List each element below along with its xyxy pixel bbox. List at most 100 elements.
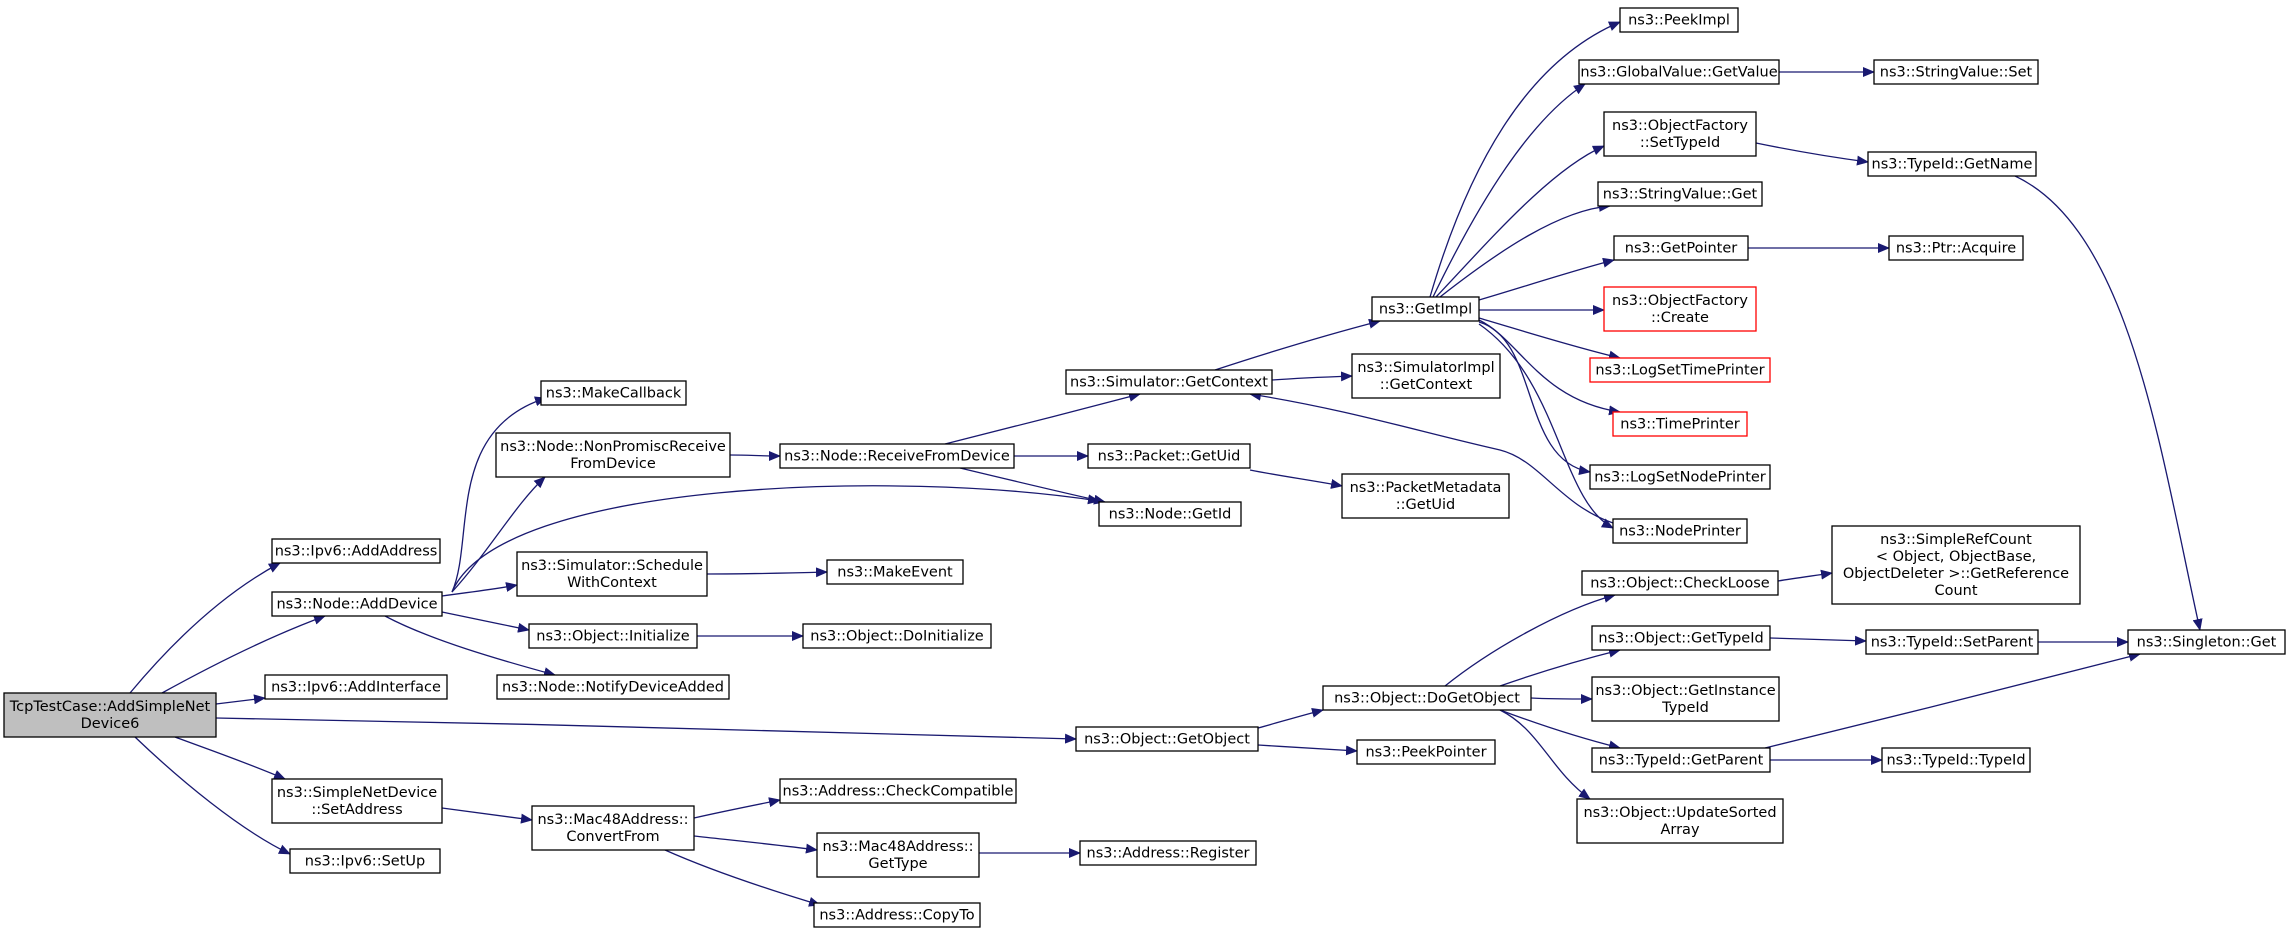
node-box xyxy=(1589,464,1771,490)
node-node_notifydeviceadded[interactable]: ns3::Node::NotifyDeviceAdded xyxy=(496,674,730,700)
node-node_getid[interactable]: ns3::Node::GetId xyxy=(1098,501,1242,527)
node-stringvalue_set[interactable]: ns3::StringValue::Set xyxy=(1873,59,2039,85)
node-box xyxy=(496,674,730,700)
node-object_gettypeid[interactable]: ns3::Object::GetTypeId xyxy=(1591,625,1771,651)
node-box xyxy=(1576,798,1784,844)
node-box xyxy=(1888,235,2024,261)
node-box xyxy=(813,902,981,928)
node-logsettimeprinter[interactable]: ns3::LogSetTimePrinter xyxy=(1589,357,1771,383)
node-box xyxy=(1087,443,1251,469)
node-box xyxy=(1578,59,1780,85)
node-objectfactory_create[interactable]: ns3::ObjectFactory::Create xyxy=(1603,286,1757,332)
edge-object_dogetobject-to-object_updatesortedarray xyxy=(1499,709,1591,800)
edge-getimpl-to-stringvalue_get xyxy=(1439,201,1611,298)
node-box xyxy=(289,848,441,874)
node-label: ns3::TypeId::TypeId xyxy=(1886,753,2025,769)
node-ipv6_setup[interactable]: ns3::Ipv6::SetUp xyxy=(289,848,441,874)
edge-typeid_getname-to-singleton_get xyxy=(2014,175,2203,631)
node-timeprinter[interactable]: ns3::TimePrinter xyxy=(1612,411,1748,437)
node-getimpl[interactable]: ns3::GetImpl xyxy=(1371,296,1480,322)
node-box xyxy=(1075,726,1259,752)
node-getpointer[interactable]: ns3::GetPointer xyxy=(1613,235,1749,261)
node-ipv6_addaddress[interactable]: ns3::Ipv6::AddAddress xyxy=(271,538,441,564)
node-objectfactory_settypeid[interactable]: ns3::ObjectFactory::SetTypeId xyxy=(1603,111,1757,157)
node-label: < Object, ObjectBase, xyxy=(1876,549,2036,565)
node-typeid_getname[interactable]: ns3::TypeId::GetName xyxy=(1867,151,2037,177)
node-box xyxy=(540,380,687,406)
node-label: ns3::StringValue::Get xyxy=(1603,187,1758,203)
edge-mac48_convertfrom-to-address_checkcompatible xyxy=(693,797,781,819)
node-label: ns3::Mac48Address:: xyxy=(537,812,688,828)
node-peekimpl[interactable]: ns3::PeekImpl xyxy=(1619,7,1739,33)
node-label: ns3::SimpleRefCount xyxy=(1880,532,2032,548)
node-object_doinitialize[interactable]: ns3::Object::DoInitialize xyxy=(802,623,992,649)
node-label: ns3::Node::AddDevice xyxy=(276,597,437,613)
node-nodeprinter[interactable]: ns3::NodePrinter xyxy=(1612,518,1748,544)
node-simplenetdevice_setaddress[interactable]: ns3::SimpleNetDevice::SetAddress xyxy=(271,778,443,824)
node-label: ns3::Object::GetObject xyxy=(1084,732,1250,748)
node-address_copyto[interactable]: ns3::Address::CopyTo xyxy=(813,902,981,928)
node-mac48_gettype[interactable]: ns3::Mac48Address::GetType xyxy=(816,832,980,878)
node-globalvalue_getvalue[interactable]: ns3::GlobalValue::GetValue xyxy=(1578,59,1780,85)
node-node_adddevice[interactable]: ns3::Node::AddDevice xyxy=(271,591,443,617)
node-mac48_convertfrom[interactable]: ns3::Mac48Address::ConvertFrom xyxy=(531,805,695,851)
node-label: ns3::PeekPointer xyxy=(1365,745,1486,761)
node-simplerefcount[interactable]: ns3::SimpleRefCount< Object, ObjectBase,… xyxy=(1831,525,2081,605)
node-label: ns3::SimpleNetDevice xyxy=(277,785,437,801)
node-ptr_acquire[interactable]: ns3::Ptr::Acquire xyxy=(1888,235,2024,261)
node-typeid_setparent[interactable]: ns3::TypeId::SetParent xyxy=(1865,629,2039,655)
edge-object_getobject-to-peekpointer xyxy=(1257,744,1358,756)
node-box xyxy=(271,778,443,824)
node-label: ns3::Ipv6::AddAddress xyxy=(275,544,438,560)
node-simulator_getcontext[interactable]: ns3::Simulator::GetContext xyxy=(1065,369,1273,395)
node-object_checkloose[interactable]: ns3::Object::CheckLoose xyxy=(1581,570,1779,596)
node-makeevent[interactable]: ns3::MakeEvent xyxy=(826,559,964,585)
edge-object_dogetobject-to-object_getinstancetypeid xyxy=(1530,693,1593,704)
node-address_register[interactable]: ns3::Address::Register xyxy=(1079,840,1257,866)
node-label: ns3::Node::NotifyDeviceAdded xyxy=(502,680,724,696)
node-label: ns3::LogSetTimePrinter xyxy=(1595,363,1764,379)
node-label: ns3::TypeId::SetParent xyxy=(1871,635,2034,651)
node-box xyxy=(271,591,443,617)
node-label: ns3::TimePrinter xyxy=(1620,417,1740,433)
edge-object_dogetobject-to-object_gettypeid xyxy=(1499,647,1621,687)
node-box xyxy=(1591,676,1780,722)
node-box xyxy=(2127,629,2286,655)
node-label: ::SetAddress xyxy=(311,802,402,818)
edge-root-to-object_getobject xyxy=(215,717,1077,744)
edge-mac48_convertfrom-to-address_copyto xyxy=(664,849,821,907)
node-object_initialize[interactable]: ns3::Object::Initialize xyxy=(528,623,698,649)
node-object_dogetobject[interactable]: ns3::Object::DoGetObject xyxy=(1322,685,1532,711)
node-peekpointer[interactable]: ns3::PeekPointer xyxy=(1356,739,1496,765)
node-address_checkcompatible[interactable]: ns3::Address::CheckCompatible xyxy=(779,778,1017,804)
node-packet_getuid[interactable]: ns3::Packet::GetUid xyxy=(1087,443,1251,469)
node-box xyxy=(1322,685,1532,711)
node-label: GetType xyxy=(868,856,927,872)
edge-simulator_getcontext-to-getimpl xyxy=(1214,318,1381,371)
node-box xyxy=(1597,181,1763,207)
edge-getimpl-to-nodeprinter xyxy=(1478,323,1614,529)
edge-typeid_getparent-to-singleton_get xyxy=(1764,651,2141,749)
node-box xyxy=(1612,518,1748,544)
node-node_receivefromdevice[interactable]: ns3::Node::ReceiveFromDevice xyxy=(779,443,1015,469)
node-ipv6_addinterface[interactable]: ns3::Ipv6::AddInterface xyxy=(264,674,448,700)
node-simulatorimpl_getcontext[interactable]: ns3::SimulatorImpl::GetContext xyxy=(1351,353,1501,399)
node-logsetnodeprinter[interactable]: ns3::LogSetNodePrinter xyxy=(1589,464,1771,490)
node-stringvalue_get[interactable]: ns3::StringValue::Get xyxy=(1597,181,1763,207)
node-typeid_getparent[interactable]: ns3::TypeId::GetParent xyxy=(1591,747,1771,773)
node-typeid_typeid[interactable]: ns3::TypeId::TypeId xyxy=(1881,747,2031,773)
node-label: ns3::Ipv6::SetUp xyxy=(305,854,425,870)
node-packetmetadata_getuid[interactable]: ns3::PacketMetadata::GetUid xyxy=(1341,473,1510,519)
node-box xyxy=(495,432,731,478)
node-singleton_get[interactable]: ns3::Singleton::Get xyxy=(2127,629,2286,655)
node-box xyxy=(1098,501,1242,527)
node-makecallback[interactable]: ns3::MakeCallback xyxy=(540,380,687,406)
node-box xyxy=(1881,747,2031,773)
node-object_getobject[interactable]: ns3::Object::GetObject xyxy=(1075,726,1259,752)
node-box xyxy=(1873,59,2039,85)
